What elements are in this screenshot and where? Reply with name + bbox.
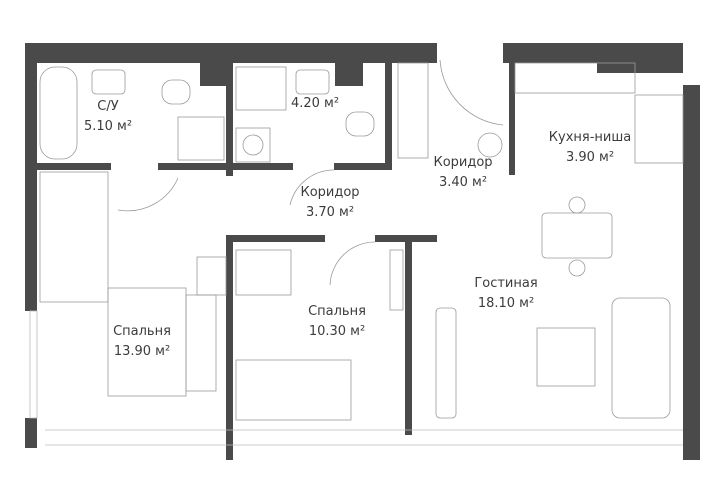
wardrobe bbox=[39, 171, 109, 303]
room-area: 3.70 м² bbox=[305, 205, 355, 220]
room-label-bedroom-large: Спальня 13.90 м² bbox=[113, 322, 171, 362]
shower bbox=[177, 116, 225, 161]
room-name: Кухня-ниша bbox=[548, 130, 632, 145]
toilet bbox=[345, 111, 375, 137]
bathtub bbox=[39, 66, 78, 160]
kitchen-counter bbox=[514, 62, 636, 94]
room-area: 13.90 м² bbox=[113, 344, 171, 359]
dining-table bbox=[541, 212, 613, 259]
tv-stand bbox=[435, 307, 457, 419]
bed bbox=[235, 359, 352, 421]
armchair bbox=[536, 327, 596, 387]
room-label-bathroom-2: 4.20 м² bbox=[291, 94, 339, 114]
room-area: 5.10 м² bbox=[83, 119, 133, 134]
room-label-bedroom-small: Спальня 10.30 м² bbox=[308, 302, 366, 342]
room-name: Спальня bbox=[308, 304, 366, 319]
room-name: Гостиная bbox=[474, 276, 538, 291]
room-label-corridor-1: Коридор 3.40 м² bbox=[433, 153, 492, 193]
desk bbox=[196, 256, 227, 296]
room-area: 3.40 м² bbox=[438, 175, 488, 190]
sink bbox=[91, 69, 126, 95]
washer bbox=[235, 127, 271, 163]
shower bbox=[235, 66, 287, 111]
room-name: Коридор bbox=[300, 185, 360, 200]
coat-rack bbox=[477, 132, 503, 158]
room-area: 18.10 м² bbox=[477, 296, 535, 311]
furniture bbox=[39, 59, 684, 421]
sink bbox=[295, 69, 330, 95]
toilet bbox=[161, 79, 191, 105]
wardrobe bbox=[397, 62, 429, 159]
room-area: 4.20 м² bbox=[290, 96, 340, 111]
sofa bbox=[611, 297, 671, 419]
desk bbox=[235, 249, 292, 296]
room-name: Коридор bbox=[433, 155, 493, 170]
room-label-living-room: Гостиная 18.10 м² bbox=[474, 274, 537, 314]
nightstands bbox=[185, 294, 217, 392]
room-name: Спальня bbox=[113, 324, 171, 339]
windows bbox=[29, 310, 683, 446]
stove bbox=[634, 94, 684, 164]
room-area: 3.90 м² bbox=[565, 150, 615, 165]
room-label-bathroom-1: С/У 5.10 м² bbox=[84, 97, 132, 137]
room-area: 10.30 м² bbox=[308, 324, 366, 339]
walls bbox=[25, 43, 700, 460]
wardrobe bbox=[389, 249, 404, 311]
room-label-corridor-2: Коридор 3.70 м² bbox=[300, 183, 359, 223]
room-name: С/У bbox=[97, 99, 119, 114]
room-label-kitchen: Кухня-ниша 3.90 м² bbox=[549, 128, 631, 168]
